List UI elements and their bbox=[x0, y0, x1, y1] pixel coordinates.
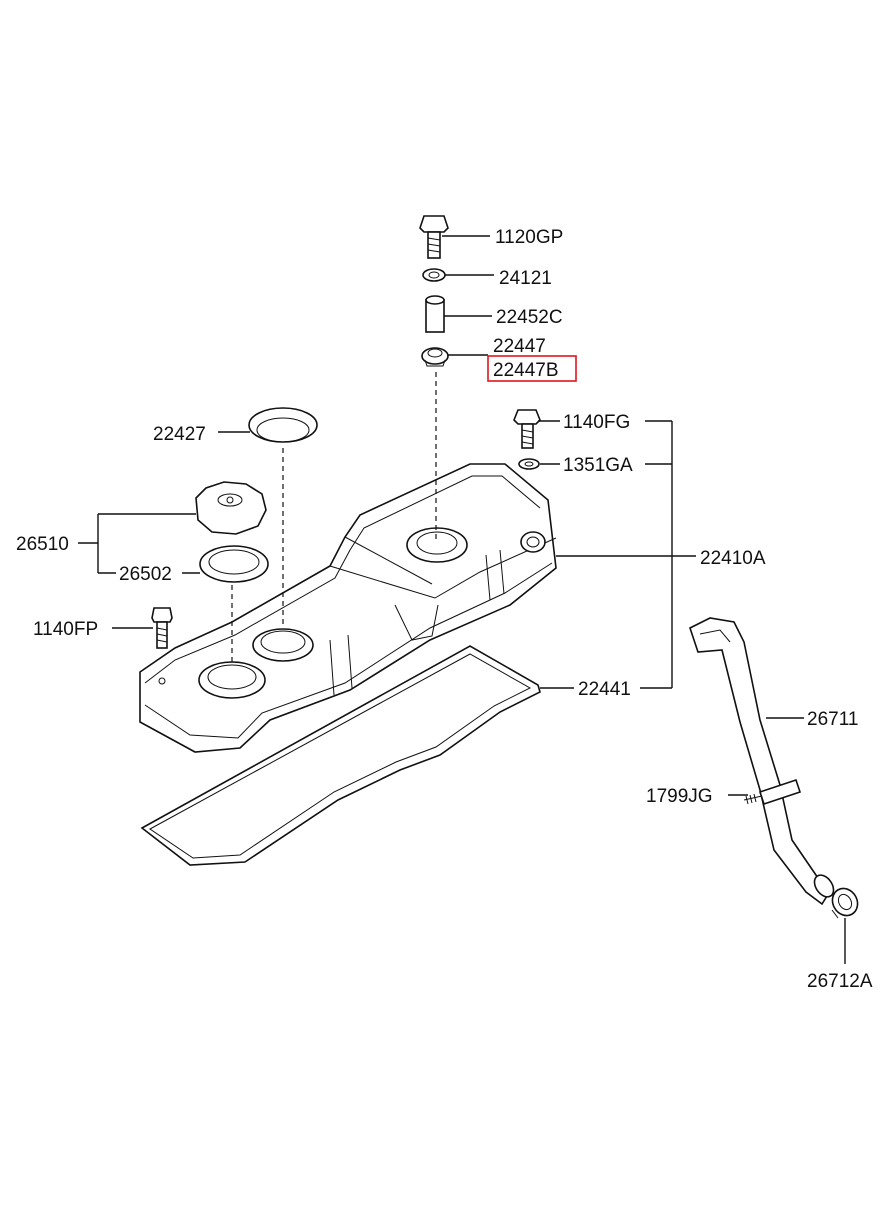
label-26712A: 26712A bbox=[807, 971, 873, 992]
hose-26711-drawing bbox=[689, 617, 835, 906]
label-1351GA: 1351GA bbox=[563, 455, 633, 476]
gasket-26502-drawing bbox=[199, 545, 269, 583]
washer-1351GA-drawing bbox=[518, 458, 540, 470]
seal-22427-drawing bbox=[248, 407, 318, 443]
leader-lines bbox=[78, 235, 846, 964]
label-22410A: 22410A bbox=[700, 548, 766, 569]
label-22427: 22427 bbox=[153, 424, 206, 445]
label-1140FP: 1140FP bbox=[33, 619, 98, 640]
label-22441: 22441 bbox=[578, 679, 631, 700]
label-24121: 24121 bbox=[499, 268, 552, 289]
highlight-box-22447B bbox=[487, 355, 577, 382]
label-22452C: 22452C bbox=[496, 307, 563, 328]
label-1120GP: 1120GP bbox=[495, 227, 563, 248]
label-26711: 26711 bbox=[807, 709, 858, 730]
label-26510: 26510 bbox=[16, 534, 69, 555]
label-1799JG: 1799JG bbox=[646, 786, 713, 807]
label-26502: 26502 bbox=[119, 564, 172, 585]
label-22447: 22447 bbox=[493, 336, 546, 357]
gasket-22441-drawing bbox=[140, 645, 541, 866]
rocker-cover-22410A-drawing bbox=[139, 463, 557, 753]
label-22447B[interactable]: 22447B bbox=[493, 360, 559, 381]
label-1140FG: 1140FG bbox=[563, 412, 630, 433]
bolt-1140FP-drawing bbox=[151, 607, 173, 649]
clamp-26712A-drawing bbox=[831, 887, 859, 919]
sleeve-22452C-drawing bbox=[425, 295, 445, 333]
grommet-22447-drawing bbox=[421, 347, 449, 367]
washer-24121-drawing bbox=[422, 268, 446, 282]
filler-cap-26510-drawing bbox=[195, 481, 267, 535]
bolt-1120GP-drawing bbox=[419, 215, 449, 259]
bolt-1140FG-drawing bbox=[513, 409, 541, 449]
clip-1799JG-drawing bbox=[743, 778, 802, 806]
